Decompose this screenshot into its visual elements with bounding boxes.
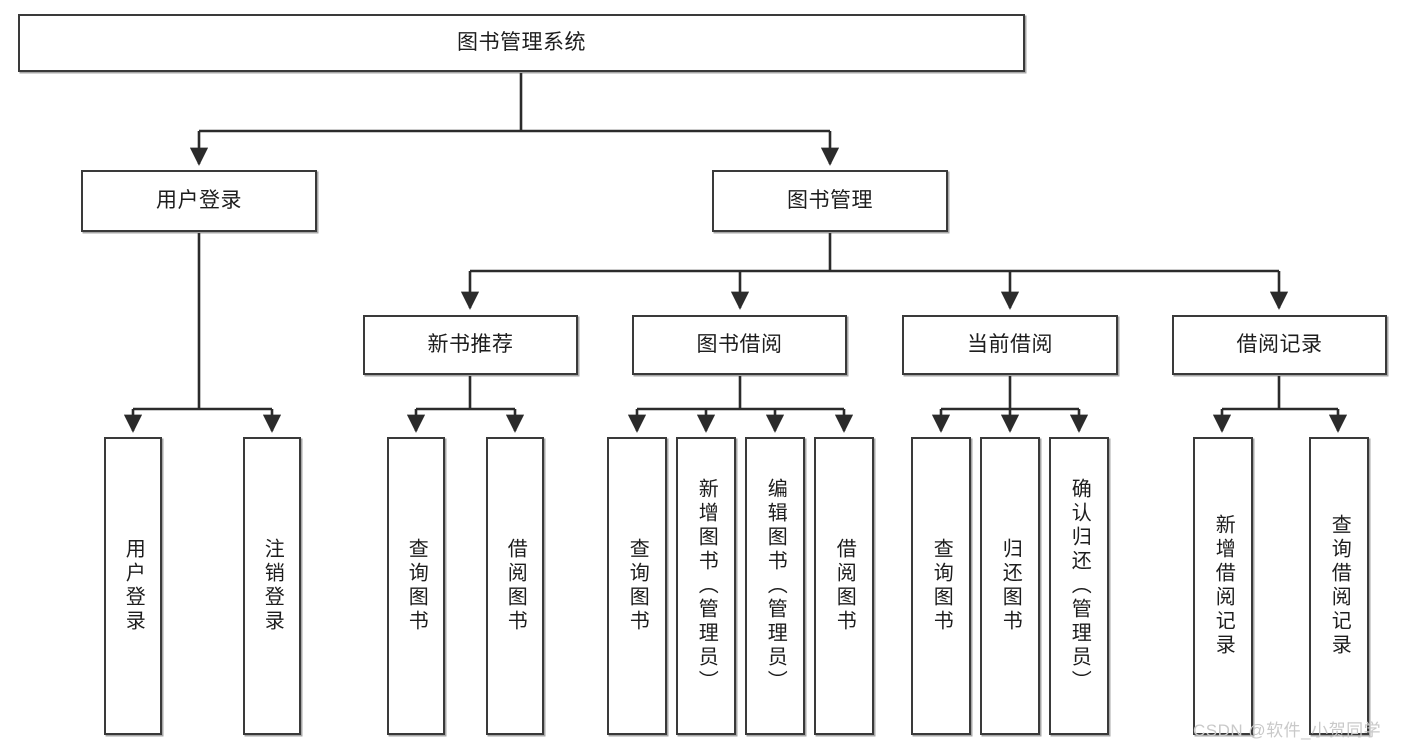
node-label: 查询借阅记录 [1328, 514, 1351, 658]
node-root-book-management-system[interactable]: 图书管理系统 [18, 14, 1025, 72]
leaf-book-borrow-query[interactable]: 查询图书 [607, 437, 667, 735]
node-label: 用户登录 [156, 188, 242, 212]
node-label: 编辑图书（管理员） [764, 478, 787, 694]
leaf-current-borrow-confirm-return-admin[interactable]: 确认归还（管理员） [1049, 437, 1109, 735]
leaf-book-borrow-edit-admin[interactable]: 编辑图书（管理员） [745, 437, 805, 735]
node-label: 查询图书 [626, 538, 649, 634]
node-label: 借阅图书 [504, 538, 527, 634]
leaf-current-borrow-query[interactable]: 查询图书 [911, 437, 971, 735]
leaf-user-login-logout[interactable]: 注销登录 [243, 437, 301, 735]
node-user-login[interactable]: 用户登录 [81, 170, 317, 232]
node-label: 借阅记录 [1236, 332, 1323, 356]
node-label: 图书管理 [787, 188, 873, 212]
leaf-user-login-login[interactable]: 用户登录 [104, 437, 162, 735]
node-book-borrow[interactable]: 图书借阅 [632, 315, 847, 375]
csdn-watermark: CSDN @软件_小贺同学 [1193, 721, 1382, 740]
node-label: 图书借阅 [696, 332, 783, 356]
node-label: 确认归还（管理员） [1068, 478, 1091, 694]
node-label: 用户登录 [122, 538, 145, 634]
node-borrow-record[interactable]: 借阅记录 [1172, 315, 1387, 375]
node-label: 新书推荐 [427, 332, 514, 356]
leaf-current-borrow-return[interactable]: 归还图书 [980, 437, 1040, 735]
node-label: 归还图书 [999, 538, 1022, 634]
leaf-new-book-query[interactable]: 查询图书 [387, 437, 445, 735]
leaf-borrow-record-add[interactable]: 新增借阅记录 [1193, 437, 1253, 735]
node-label: 图书管理系统 [457, 30, 586, 54]
node-book-management[interactable]: 图书管理 [712, 170, 948, 232]
node-label: 新增图书（管理员） [695, 478, 718, 694]
node-label: 查询图书 [405, 538, 428, 634]
node-label: 借阅图书 [833, 538, 856, 634]
node-label: 当前借阅 [967, 332, 1053, 356]
leaf-borrow-record-query[interactable]: 查询借阅记录 [1309, 437, 1369, 735]
node-label: 注销登录 [261, 538, 284, 634]
node-label: 查询图书 [930, 538, 953, 634]
node-new-book-recommendation[interactable]: 新书推荐 [363, 315, 578, 375]
leaf-book-borrow-add-admin[interactable]: 新增图书（管理员） [676, 437, 736, 735]
leaf-new-book-borrow[interactable]: 借阅图书 [486, 437, 544, 735]
node-label: 新增借阅记录 [1212, 514, 1235, 658]
leaf-book-borrow-borrow[interactable]: 借阅图书 [814, 437, 874, 735]
node-current-borrow[interactable]: 当前借阅 [902, 315, 1118, 375]
